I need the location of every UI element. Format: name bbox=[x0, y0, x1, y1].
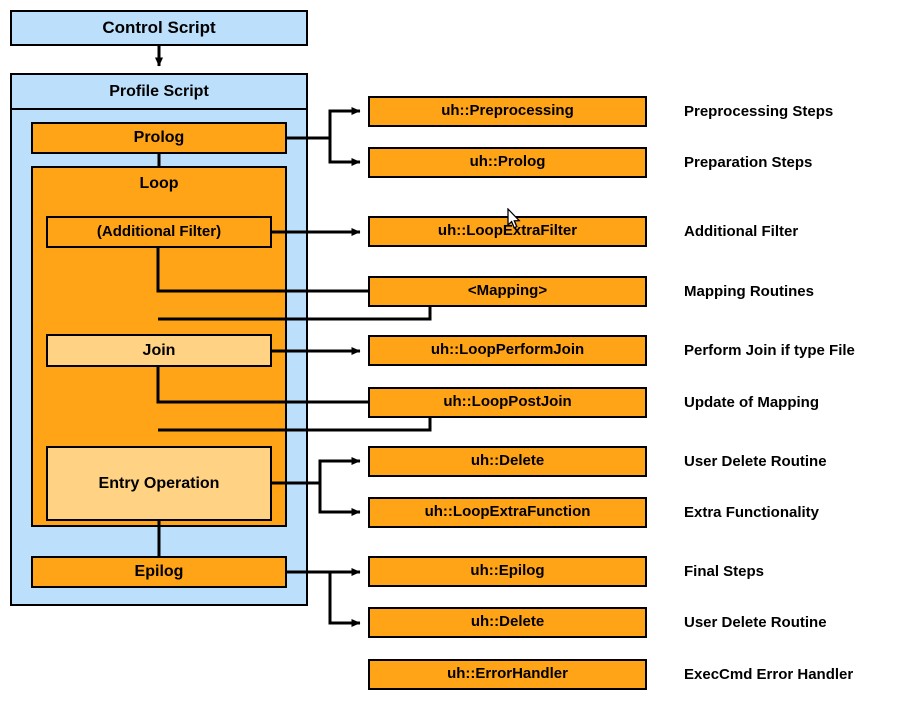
profile-script-header: Profile Script bbox=[12, 75, 306, 110]
conn-entry-to-loopextrafunction bbox=[318, 483, 361, 516]
handler-box[interactable]: uh::Delete bbox=[368, 607, 647, 638]
loop-label: Loop bbox=[139, 175, 179, 192]
handler-box[interactable]: uh::Preprocessing bbox=[368, 96, 647, 127]
handler-box-label: uh::Delete bbox=[470, 452, 545, 470]
handler-box-label: uh::LoopExtraFilter bbox=[437, 222, 578, 240]
entry-operation-label: Entry Operation bbox=[98, 474, 220, 492]
additional-filter-label: (Additional Filter) bbox=[96, 222, 222, 240]
handler-box-label: uh::ErrorHandler bbox=[447, 665, 568, 683]
handler-caption: Perform Join if type File bbox=[684, 342, 855, 359]
handler-caption: ExecCmd Error Handler bbox=[684, 666, 854, 683]
loop-header: Loop bbox=[33, 168, 285, 200]
conn-prolog-to-preprocessing bbox=[328, 107, 361, 138]
handler-caption: Extra Functionality bbox=[684, 504, 820, 521]
handler-box-label: <Mapping> bbox=[467, 282, 548, 300]
control-script-box[interactable]: Control Script bbox=[10, 10, 308, 46]
control-script-label: Control Script bbox=[102, 17, 216, 37]
handler-box[interactable]: uh::LoopExtraFilter bbox=[368, 216, 647, 247]
profile-script-label: Profile Script bbox=[109, 82, 209, 100]
conn-entry-to-delete bbox=[318, 457, 361, 483]
handler-caption: Update of Mapping bbox=[684, 394, 819, 411]
handler-caption: User Delete Routine bbox=[684, 614, 827, 631]
epilog-label: Epilog bbox=[134, 563, 184, 581]
additional-filter-box[interactable]: (Additional Filter) bbox=[46, 216, 272, 248]
conn-prolog-to-uhprolog bbox=[328, 138, 361, 166]
join-box[interactable]: Join bbox=[46, 334, 272, 367]
handler-box[interactable]: uh::Epilog bbox=[368, 556, 647, 587]
handler-caption: Mapping Routines bbox=[684, 283, 814, 300]
handler-box[interactable]: <Mapping> bbox=[368, 276, 647, 307]
prolog-label: Prolog bbox=[133, 129, 185, 147]
handler-box-label: uh::Epilog bbox=[470, 562, 545, 580]
handler-box-label: uh::LoopPostJoin bbox=[443, 393, 572, 411]
handler-box[interactable]: uh::Prolog bbox=[368, 147, 647, 178]
handler-box[interactable]: uh::LoopExtraFunction bbox=[368, 497, 647, 528]
handler-box-label: uh::Delete bbox=[470, 613, 545, 631]
conn-epilog-to-delete2 bbox=[328, 572, 361, 627]
handler-caption: Final Steps bbox=[684, 563, 765, 580]
handler-box[interactable]: uh::LoopPerformJoin bbox=[368, 335, 647, 366]
handler-box-label: uh::Prolog bbox=[469, 153, 546, 171]
join-label: Join bbox=[142, 341, 176, 359]
handler-box[interactable]: uh::LoopPostJoin bbox=[368, 387, 647, 418]
handler-caption: Preparation Steps bbox=[684, 154, 813, 171]
handler-box-label: uh::LoopExtraFunction bbox=[424, 503, 591, 521]
handler-caption: User Delete Routine bbox=[684, 453, 827, 470]
epilog-box[interactable]: Epilog bbox=[31, 556, 287, 588]
handler-caption: Additional Filter bbox=[684, 223, 799, 240]
handler-box[interactable]: uh::ErrorHandler bbox=[368, 659, 647, 690]
entry-operation-box[interactable]: Entry Operation bbox=[46, 446, 272, 521]
prolog-box[interactable]: Prolog bbox=[31, 122, 287, 154]
handler-box-label: uh::Preprocessing bbox=[441, 102, 574, 120]
handler-box[interactable]: uh::Delete bbox=[368, 446, 647, 477]
handler-box-label: uh::LoopPerformJoin bbox=[430, 341, 585, 359]
handler-caption: Preprocessing Steps bbox=[684, 103, 834, 120]
